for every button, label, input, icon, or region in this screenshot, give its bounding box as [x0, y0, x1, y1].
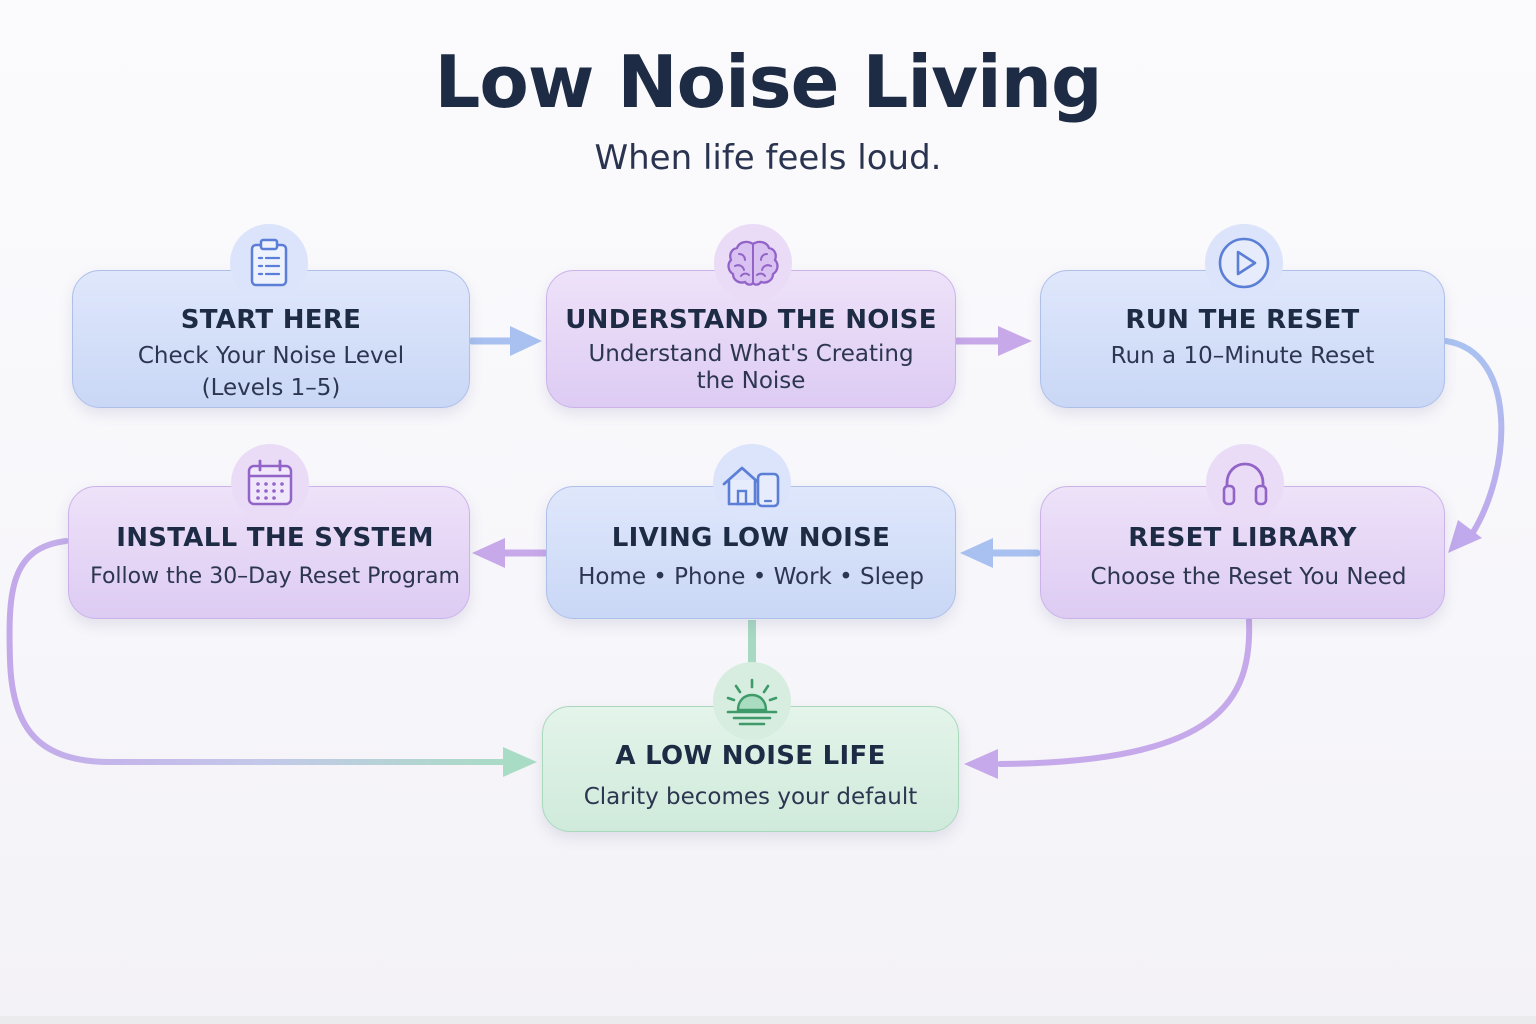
- home-phone-icon: [713, 444, 791, 522]
- page-title: Low Noise Living: [434, 40, 1102, 124]
- page-subtitle: When life feels loud.: [594, 138, 942, 178]
- sunrise-icon: [713, 662, 791, 740]
- calendar-icon: [231, 444, 309, 522]
- step-reset-library-card[interactable]: RESET LIBRARY Choose the Reset You Need: [1040, 486, 1445, 619]
- headphones-icon: [1206, 444, 1284, 522]
- step-start-here-card[interactable]: START HERE Check Your Noise Level (Level…: [72, 270, 470, 408]
- step-description: Follow the 30–Day Reset Program: [90, 564, 460, 589]
- arrow-library-to-life: [997, 617, 1253, 767]
- arrow-run-to-library: [1443, 338, 1505, 537]
- step-title: RUN THE RESET: [1125, 305, 1360, 335]
- outcome-title: A LOW NOISE LIFE: [615, 741, 886, 771]
- arrowhead-start-to-understand: [510, 326, 542, 356]
- arrowhead-install-to-life: [503, 747, 537, 777]
- step-description-line2: the Noise: [696, 368, 806, 394]
- arrowhead-living-to-install: [472, 538, 505, 568]
- step-title: INSTALL THE SYSTEM: [116, 523, 434, 553]
- step-description: Run a 10–Minute Reset: [1110, 343, 1375, 369]
- arrowhead-library-to-life: [964, 749, 998, 779]
- outcome-description: Clarity becomes your default: [583, 784, 918, 810]
- step-description-line2: (Levels 1–5): [201, 375, 341, 401]
- clipboard-icon: [230, 224, 308, 302]
- step-description: Choose the Reset You Need: [1090, 564, 1407, 590]
- arrowhead-run-to-library: [1448, 520, 1482, 553]
- brain-icon: [714, 224, 792, 302]
- step-title: LIVING LOW NOISE: [611, 523, 891, 553]
- step-title: RESET LIBRARY: [1128, 523, 1357, 553]
- arrow-install-to-life: [6, 538, 511, 765]
- arrowhead-library-to-living: [960, 538, 993, 568]
- step-description: Understand What's Creating: [588, 341, 914, 367]
- step-title: UNDERSTAND THE NOISE: [565, 305, 937, 335]
- step-description: Check Your Noise Level: [137, 343, 405, 369]
- step-run-reset-card[interactable]: RUN THE RESET Run a 10–Minute Reset: [1040, 270, 1445, 408]
- step-title: START HERE: [180, 305, 362, 335]
- bottom-strip: [0, 1016, 1536, 1024]
- step-description: Home • Phone • Work • Sleep: [578, 564, 924, 590]
- arrowhead-understand-to-run: [998, 326, 1032, 356]
- play-icon: [1205, 224, 1283, 302]
